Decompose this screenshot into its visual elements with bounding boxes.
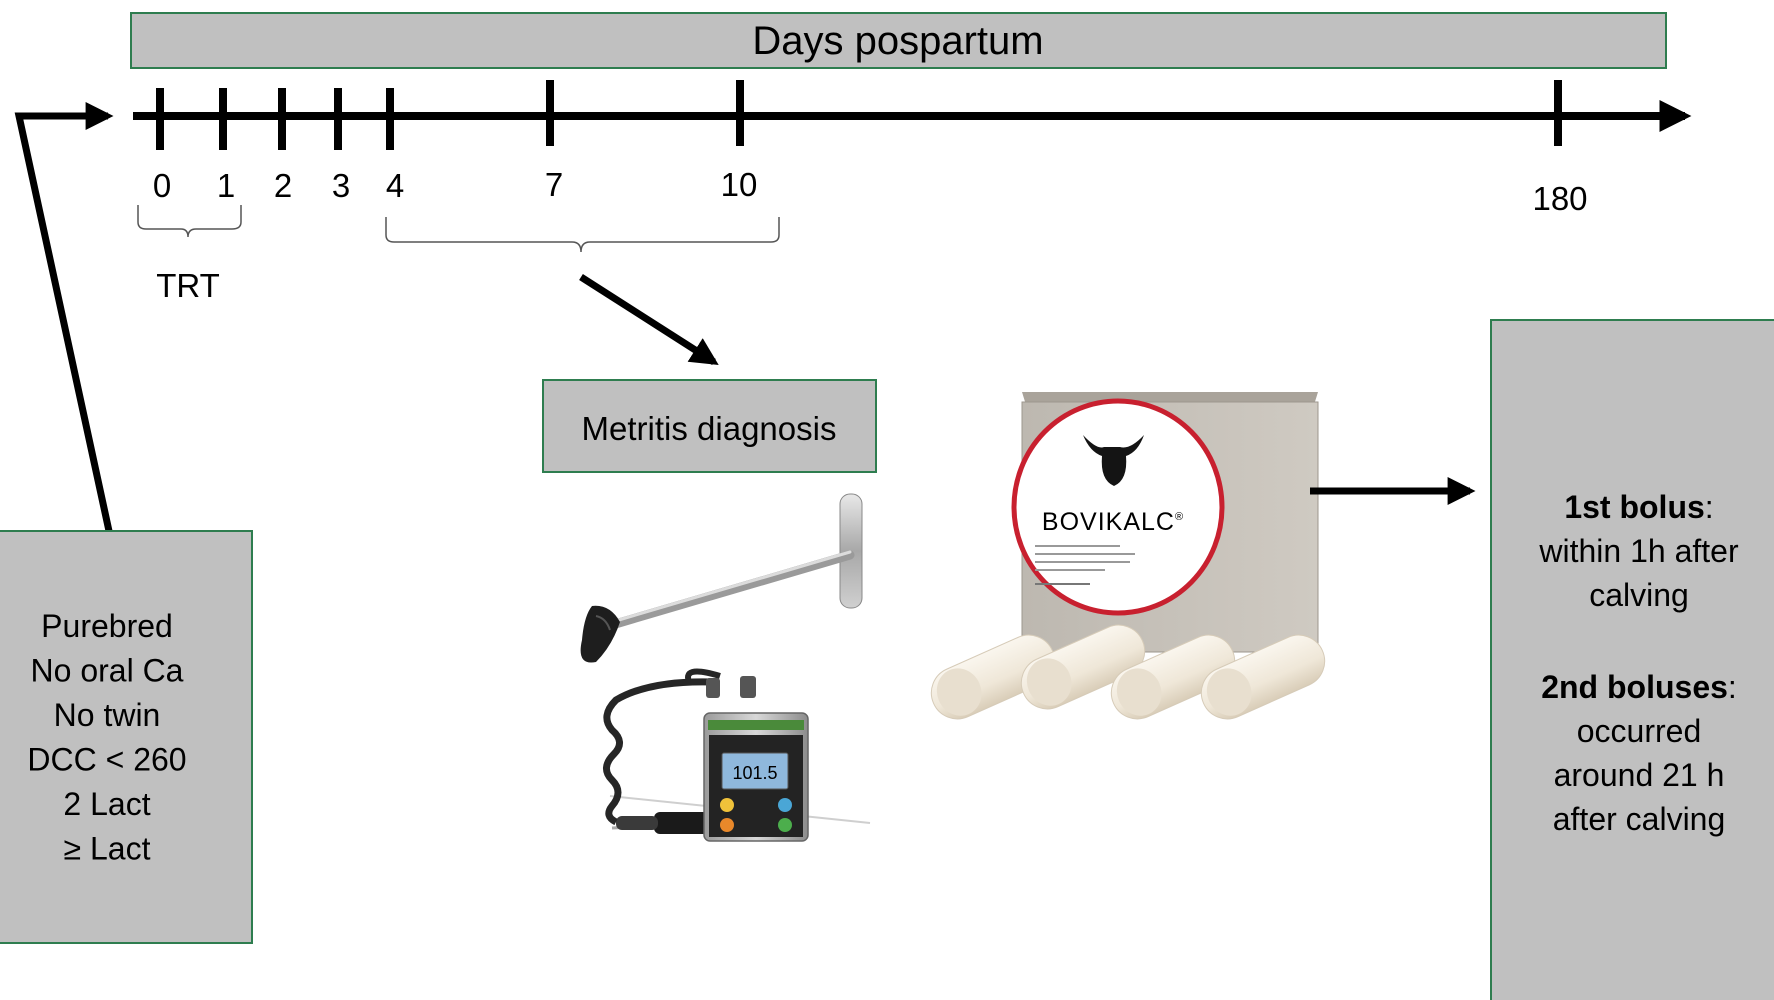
bovikalc-label-ring [1011,398,1225,616]
second-bolus-line: around 21 h [1554,757,1725,793]
metritis-label: Metritis diagnosis [582,410,837,447]
metritis-brace [385,217,780,366]
header-box [130,12,1667,69]
metricheck-icon [580,493,863,663]
header-title: Days pospartum [752,19,1043,63]
metritis-box [542,379,877,473]
tick-label-10: 10 [721,166,758,203]
tick-label-0: 0 [153,167,171,204]
second-bolus-line: after calving [1553,801,1726,837]
criteria-line: No twin [54,697,161,733]
metritis-arrow [579,274,719,366]
bolus-pills [930,624,1326,720]
criteria-box [0,530,253,944]
criteria-line: DCC < 260 [27,742,186,778]
metritis-diagnosis-box: Metritis diagnosis [542,379,877,473]
entry-arrow-line [14,102,114,532]
tick-marks [156,80,1562,150]
criteria-line: ≥ Lact [64,831,151,867]
trt-brace-shape [137,205,242,238]
tick-label-4: 4 [386,167,404,204]
cow-head-icon [1083,435,1144,486]
criteria-line: Purebred [41,608,173,644]
thermometer-device-icon: 101.5 [603,668,871,842]
bovikalc-brand: BOVIKALC® [1042,508,1184,536]
bovikalc-product-image: BOVIKALC® [930,392,1326,720]
bolus-box [1490,319,1774,1000]
trt-label: TRT [156,267,220,304]
thermometer-display-value: 101.5 [732,763,777,783]
tick-label-7: 7 [545,166,563,203]
second-bolus-title: 2nd boluses: [1541,669,1737,705]
tick-label-2: 2 [274,167,292,204]
first-bolus-line: calving [1589,577,1689,613]
trt-brace: TRT [137,205,242,304]
tick-label-1: 1 [217,167,235,204]
first-bolus-line: within 1h after [1538,533,1739,569]
bolus-text: 1st bolus: within 1h after calving 2nd bolu… [1538,489,1739,837]
metritis-brace-shape [385,217,780,253]
header-bar: Days pospartum [130,12,1667,69]
second-bolus-line: occurred [1577,713,1702,749]
tick-label-180: 180 [1532,180,1587,217]
bolus-info-box: 1st bolus: within 1h after calving 2nd bolu… [1490,319,1774,1000]
first-bolus-title: 1st bolus: [1564,489,1713,525]
criteria-line: 2 Lact [63,786,150,822]
tick-label-3: 3 [332,167,350,204]
entry-arrow [14,102,114,532]
criteria-line: No oral Ca [31,653,184,689]
